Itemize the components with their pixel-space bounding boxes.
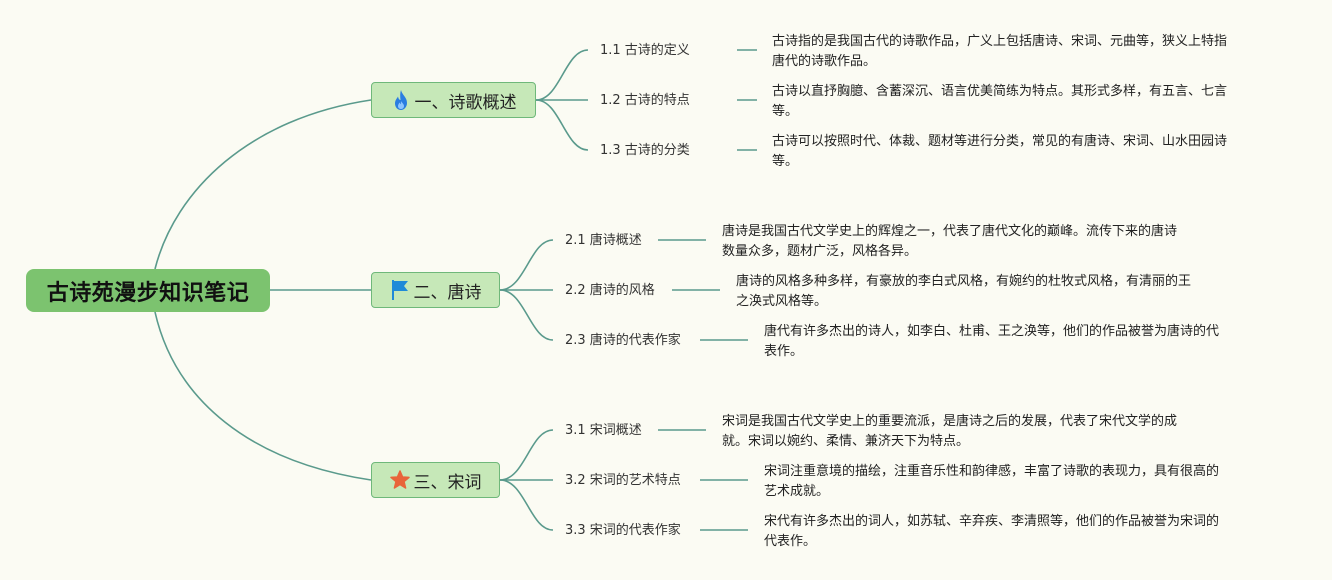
connector-2-3 (499, 289, 554, 341)
connector-root-branch-3 (154, 311, 372, 481)
root-title: 古诗苑漫步知识笔记 (46, 280, 250, 306)
description-line: 等。 (772, 154, 799, 169)
branch-tang-poetry[interactable]: 二、唐诗 (371, 272, 500, 308)
branch-label: 二、唐诗 (413, 282, 482, 303)
root-topic[interactable]: 古诗苑漫步知识笔记 (26, 269, 270, 312)
branch-song-ci[interactable]: 三、宋词 (371, 462, 500, 498)
description-line: 古诗以直抒胸臆、含蓄深沉、语言优美简练为特点。其形式多样，有五言、七言 (772, 84, 1228, 99)
description-2-3: 唐代有许多杰出的诗人，如李白、杜甫、王之涣等，他们的作品被誉为唐诗的代 表作。 (764, 322, 1219, 362)
description-2-1: 唐诗是我国古代文学史上的辉煌之一，代表了唐代文化的巅峰。流传下来的唐诗 数量众多… (722, 222, 1177, 262)
flame-icon (391, 89, 411, 111)
description-1-2: 古诗以直抒胸臆、含蓄深沉、语言优美简练为特点。其形式多样，有五言、七言 等。 (772, 82, 1227, 122)
description-line: 之涣式风格等。 (736, 294, 828, 309)
description-line: 唐代的诗歌作品。 (772, 54, 877, 69)
description-line: 数量众多，题材广泛，风格各异。 (722, 244, 918, 259)
description-3-2: 宋词注重意境的描绘，注重音乐性和韵律感，丰富了诗歌的表现力，具有很高的 艺术成就… (764, 462, 1219, 502)
connector-root-branch-1 (154, 99, 372, 270)
branch-label: 三、宋词 (413, 472, 482, 493)
subtopic-2-2[interactable]: 2.2 唐诗的风格 (565, 283, 655, 298)
description-line: 艺术成就。 (764, 484, 830, 499)
branch-poetry-overview[interactable]: 一、诗歌概述 (371, 82, 536, 118)
connector-3-1 (499, 429, 554, 481)
description-line: 唐诗的风格多种多样，有豪放的李白式风格，有婉约的杜牧式风格，有清丽的王 (736, 274, 1192, 289)
description-line: 唐代有许多杰出的诗人，如李白、杜甫、王之涣等，他们的作品被誉为唐诗的代 (764, 324, 1220, 339)
subtopic-2-3[interactable]: 2.3 唐诗的代表作家 (565, 333, 681, 348)
subtopic-3-1[interactable]: 3.1 宋词概述 (565, 423, 642, 438)
description-line: 表作。 (764, 344, 804, 359)
subtopic-3-3[interactable]: 3.3 宋词的代表作家 (565, 523, 681, 538)
description-1-1: 古诗指的是我国古代的诗歌作品，广义上包括唐诗、宋词、元曲等，狭义上特指 唐代的诗… (772, 32, 1227, 72)
description-3-3: 宋代有许多杰出的词人，如苏轼、辛弃疾、李清照等，他们的作品被誉为宋词的 代表作。 (764, 512, 1219, 552)
description-line: 宋代有许多杰出的词人，如苏轼、辛弃疾、李清照等，他们的作品被誉为宋词的 (764, 514, 1220, 529)
subtopic-1-1[interactable]: 1.1 古诗的定义 (600, 43, 690, 58)
description-line: 就。宋词以婉约、柔情、兼济天下为特点。 (722, 434, 970, 449)
star-icon (389, 469, 410, 491)
description-line: 等。 (772, 104, 799, 119)
description-line: 宋词注重意境的描绘，注重音乐性和韵律感，丰富了诗歌的表现力，具有很高的 (764, 464, 1220, 479)
subtopic-1-3[interactable]: 1.3 古诗的分类 (600, 143, 690, 158)
branch-label: 一、诗歌概述 (414, 92, 517, 113)
description-line: 代表作。 (764, 534, 817, 549)
description-line: 古诗可以按照时代、体裁、题材等进行分类，常见的有唐诗、宋词、山水田园诗 (772, 134, 1228, 149)
connector-1-3 (535, 99, 589, 151)
flag-icon (390, 279, 410, 301)
description-1-3: 古诗可以按照时代、体裁、题材等进行分类，常见的有唐诗、宋词、山水田园诗 等。 (772, 132, 1227, 172)
subtopic-2-1[interactable]: 2.1 唐诗概述 (565, 233, 642, 248)
description-line: 唐诗是我国古代文学史上的辉煌之一，代表了唐代文化的巅峰。流传下来的唐诗 (722, 224, 1178, 239)
connector-2-1 (499, 239, 554, 291)
description-line: 宋词是我国古代文学史上的重要流派，是唐诗之后的发展，代表了宋代文学的成 (722, 414, 1178, 429)
connector-3-3 (499, 479, 554, 531)
subtopic-3-2[interactable]: 3.2 宋词的艺术特点 (565, 473, 681, 488)
subtopic-1-2[interactable]: 1.2 古诗的特点 (600, 93, 690, 108)
description-3-1: 宋词是我国古代文学史上的重要流派，是唐诗之后的发展，代表了宋代文学的成 就。宋词… (722, 412, 1177, 452)
description-2-2: 唐诗的风格多种多样，有豪放的李白式风格，有婉约的杜牧式风格，有清丽的王 之涣式风… (736, 272, 1191, 312)
description-line: 古诗指的是我国古代的诗歌作品，广义上包括唐诗、宋词、元曲等，狭义上特指 (772, 34, 1228, 49)
connector-1-1 (535, 49, 589, 101)
